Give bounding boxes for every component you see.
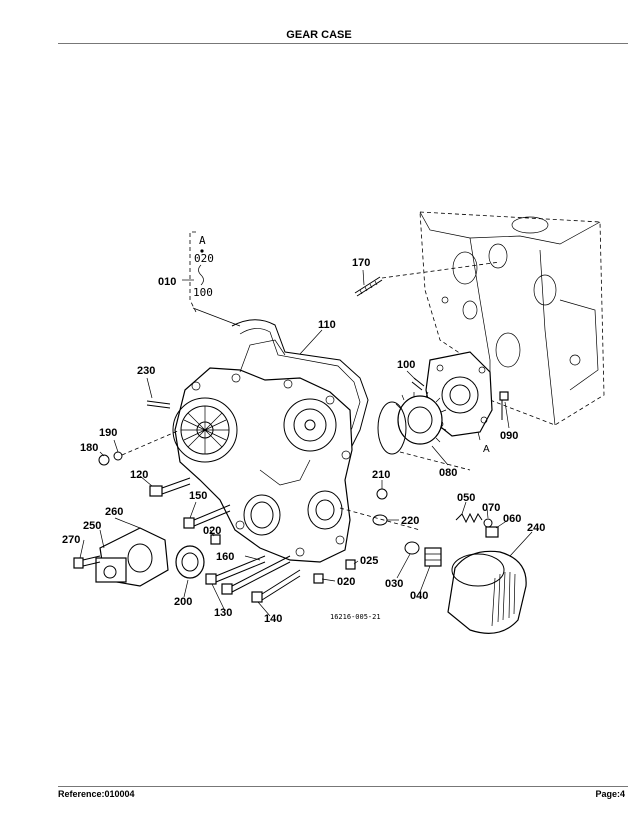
part-label-090: 090 bbox=[500, 430, 518, 442]
part-label-250: 250 bbox=[83, 520, 101, 532]
part-label-200: 200 bbox=[174, 596, 192, 608]
stud-170 bbox=[354, 261, 501, 297]
engine-block-outline bbox=[419, 211, 605, 426]
part-label-080: 080 bbox=[439, 467, 457, 479]
part-label-060: 060 bbox=[503, 513, 521, 525]
water-pump-flange bbox=[73, 527, 169, 587]
bracket-from-label: 020 bbox=[194, 252, 214, 265]
section-mark: A bbox=[483, 444, 490, 455]
part-label-100: 100 bbox=[397, 359, 415, 371]
bracket-top-label: A bbox=[199, 234, 206, 247]
header-rule bbox=[58, 43, 628, 44]
part-label-130: 130 bbox=[214, 607, 232, 619]
bracket-to-label: 100 bbox=[193, 286, 213, 299]
part-label-180: 180 bbox=[80, 442, 98, 454]
part-label-040: 040 bbox=[410, 590, 428, 602]
part-label-240: 240 bbox=[527, 522, 545, 534]
part-label-120: 120 bbox=[130, 469, 148, 481]
part-label-140: 140 bbox=[264, 613, 282, 625]
part-label-020: 020 bbox=[337, 576, 355, 588]
part-labels: 010 170 110 100 230 090 190 180 080 210 … bbox=[62, 257, 545, 625]
footer-reference: Reference:010004 bbox=[58, 789, 135, 799]
page-title: GEAR CASE bbox=[286, 29, 352, 41]
part-label-010: 010 bbox=[158, 276, 176, 288]
part-label-270: 270 bbox=[62, 534, 80, 546]
part-label-230: 230 bbox=[137, 365, 155, 377]
part-label-160: 160 bbox=[216, 551, 234, 563]
oil-pump-assembly bbox=[377, 351, 493, 471]
leader-lines bbox=[79, 269, 533, 617]
part-label-050: 050 bbox=[457, 492, 475, 504]
oil-filter-240 bbox=[447, 550, 527, 634]
footer-rule bbox=[58, 786, 628, 787]
bolts-and-fasteners bbox=[98, 377, 509, 603]
part-label-020: 020 bbox=[203, 525, 221, 537]
part-label-025: 025 bbox=[360, 555, 378, 567]
part-label-030: 030 bbox=[385, 578, 403, 590]
part-label-220: 220 bbox=[401, 515, 419, 527]
footer-page-number: Page:4 bbox=[595, 789, 625, 799]
part-label-070: 070 bbox=[482, 502, 500, 514]
gear-case-body bbox=[172, 339, 353, 563]
drawing-code: 16216-005-21 bbox=[330, 613, 381, 621]
part-label-190: 190 bbox=[99, 427, 117, 439]
gear-case-gasket bbox=[231, 319, 369, 481]
group-bracket: A 020 100 bbox=[189, 231, 214, 313]
part-label-260: 260 bbox=[105, 506, 123, 518]
part-label-150: 150 bbox=[189, 490, 207, 502]
part-label-110: 110 bbox=[318, 319, 336, 331]
part-label-170: 170 bbox=[352, 257, 370, 269]
part-label-210: 210 bbox=[372, 469, 390, 481]
